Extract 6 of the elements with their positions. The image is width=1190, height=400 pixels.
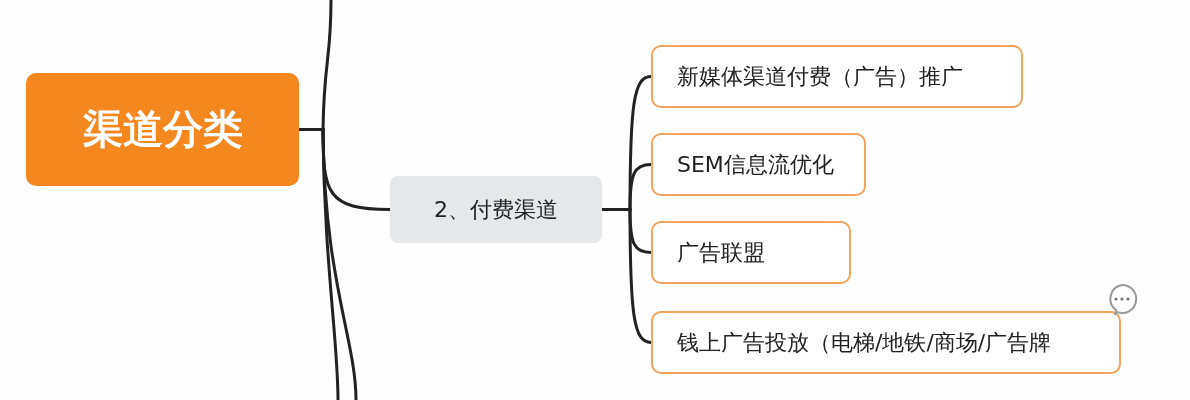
topic-box: SEM信息流优化	[651, 133, 866, 196]
topic-box: 渠道分类	[26, 73, 299, 186]
topic-box: 广告联盟	[651, 221, 851, 284]
topic-box: 钱上广告投放（电梯/地铁/商场/广告牌	[651, 311, 1121, 374]
subtopic-box: 2、付费渠道	[390, 176, 602, 243]
topic-box: 新媒体渠道付费（广告）推广	[651, 45, 1023, 108]
